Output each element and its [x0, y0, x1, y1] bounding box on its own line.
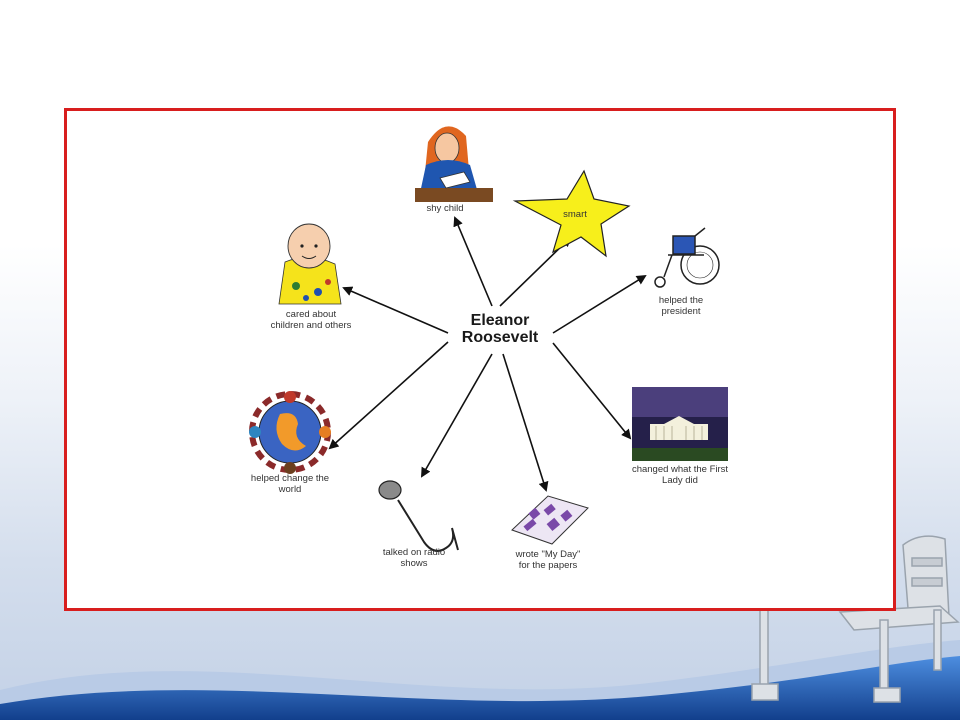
label-first-lady: changed what the First Lady did: [631, 464, 729, 486]
globe-children-icon: [249, 391, 331, 474]
girl-writing-icon: [415, 126, 493, 202]
star-icon: [512, 169, 631, 258]
label-change-world: helped change the world: [250, 473, 330, 495]
center-topic-line1: Eleanor: [470, 312, 530, 329]
label-smart: smart: [563, 209, 587, 220]
center-topic: Eleanor Roosevelt: [440, 312, 560, 346]
arrow-to-change-world: [328, 341, 449, 450]
label-helped-president: helped the president: [658, 295, 704, 317]
arrow-to-radio: [421, 353, 493, 478]
label-shy-child: shy child: [426, 203, 464, 214]
arrow-to-first-lady: [552, 342, 632, 440]
label-radio: talked on radio shows: [382, 547, 446, 569]
wheelchair-icon: [654, 227, 720, 288]
label-cared: cared about children and others: [270, 309, 352, 331]
arrow-to-shy-child: [453, 216, 493, 307]
center-topic-line2: Roosevelt: [461, 329, 539, 346]
label-my-day: wrote "My Day" for the papers: [515, 549, 581, 571]
arrow-to-my-day: [502, 353, 549, 492]
microphone-icon: [378, 480, 459, 552]
white-house-icon: [632, 387, 728, 461]
baby-icon: [278, 223, 342, 305]
arrow-to-cared: [342, 286, 449, 334]
arrow-to-helped-president: [552, 274, 647, 334]
newspaper-icon: [511, 495, 589, 545]
